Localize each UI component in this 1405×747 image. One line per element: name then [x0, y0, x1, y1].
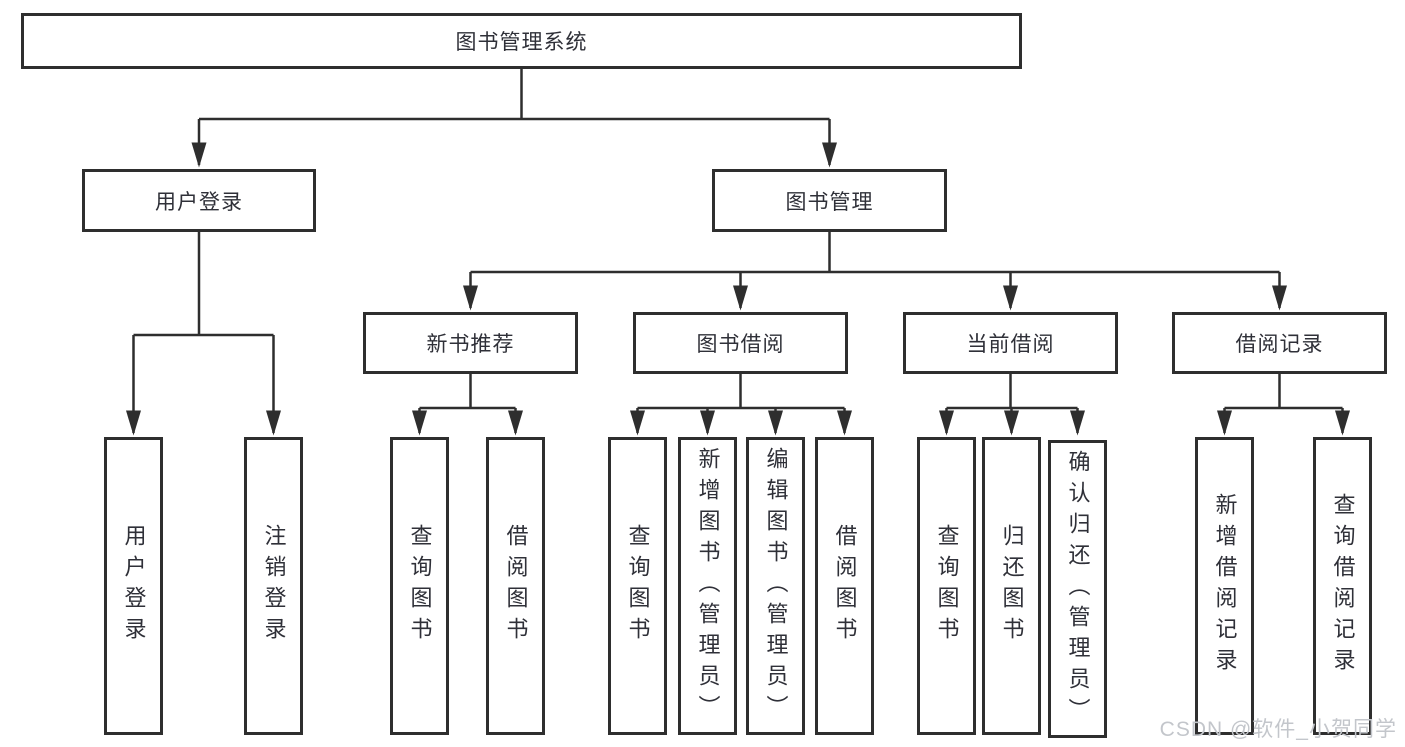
leaf-logout: 注销登录	[244, 437, 303, 735]
leaf-return-books: 归还图书	[982, 437, 1041, 735]
leaf-user-login: 用户登录	[104, 437, 163, 735]
node-book-management: 图书管理	[712, 169, 947, 232]
leaf-confirm-return-admin: 确认归还（管理员）	[1048, 440, 1107, 738]
node-user-login: 用户登录	[82, 169, 316, 232]
leaf-borrow-books: 借阅图书	[815, 437, 874, 735]
leaf-borrow-query-books: 查询图书	[608, 437, 667, 735]
node-book-borrow: 图书借阅	[633, 312, 848, 374]
csdn-watermark: CSDN @软件_小贺同学	[1159, 718, 1397, 741]
tree-skeleton	[133, 69, 1343, 410]
leaf-add-books-admin: 新增图书（管理员）	[678, 437, 737, 735]
leaf-edit-books-admin: 编辑图书（管理员）	[746, 437, 805, 735]
node-new-book-recommend: 新书推荐	[363, 312, 578, 374]
node-current-borrow: 当前借阅	[903, 312, 1118, 374]
leaf-query-borrow-record: 查询借阅记录	[1313, 437, 1372, 735]
leaf-current-query-books: 查询图书	[917, 437, 976, 735]
node-borrow-records: 借阅记录	[1172, 312, 1387, 374]
node-root: 图书管理系统	[21, 13, 1022, 69]
leaf-add-borrow-record: 新增借阅记录	[1195, 437, 1254, 735]
leaf-recommend-borrow-books: 借阅图书	[486, 437, 545, 735]
leaf-recommend-query-books: 查询图书	[390, 437, 449, 735]
